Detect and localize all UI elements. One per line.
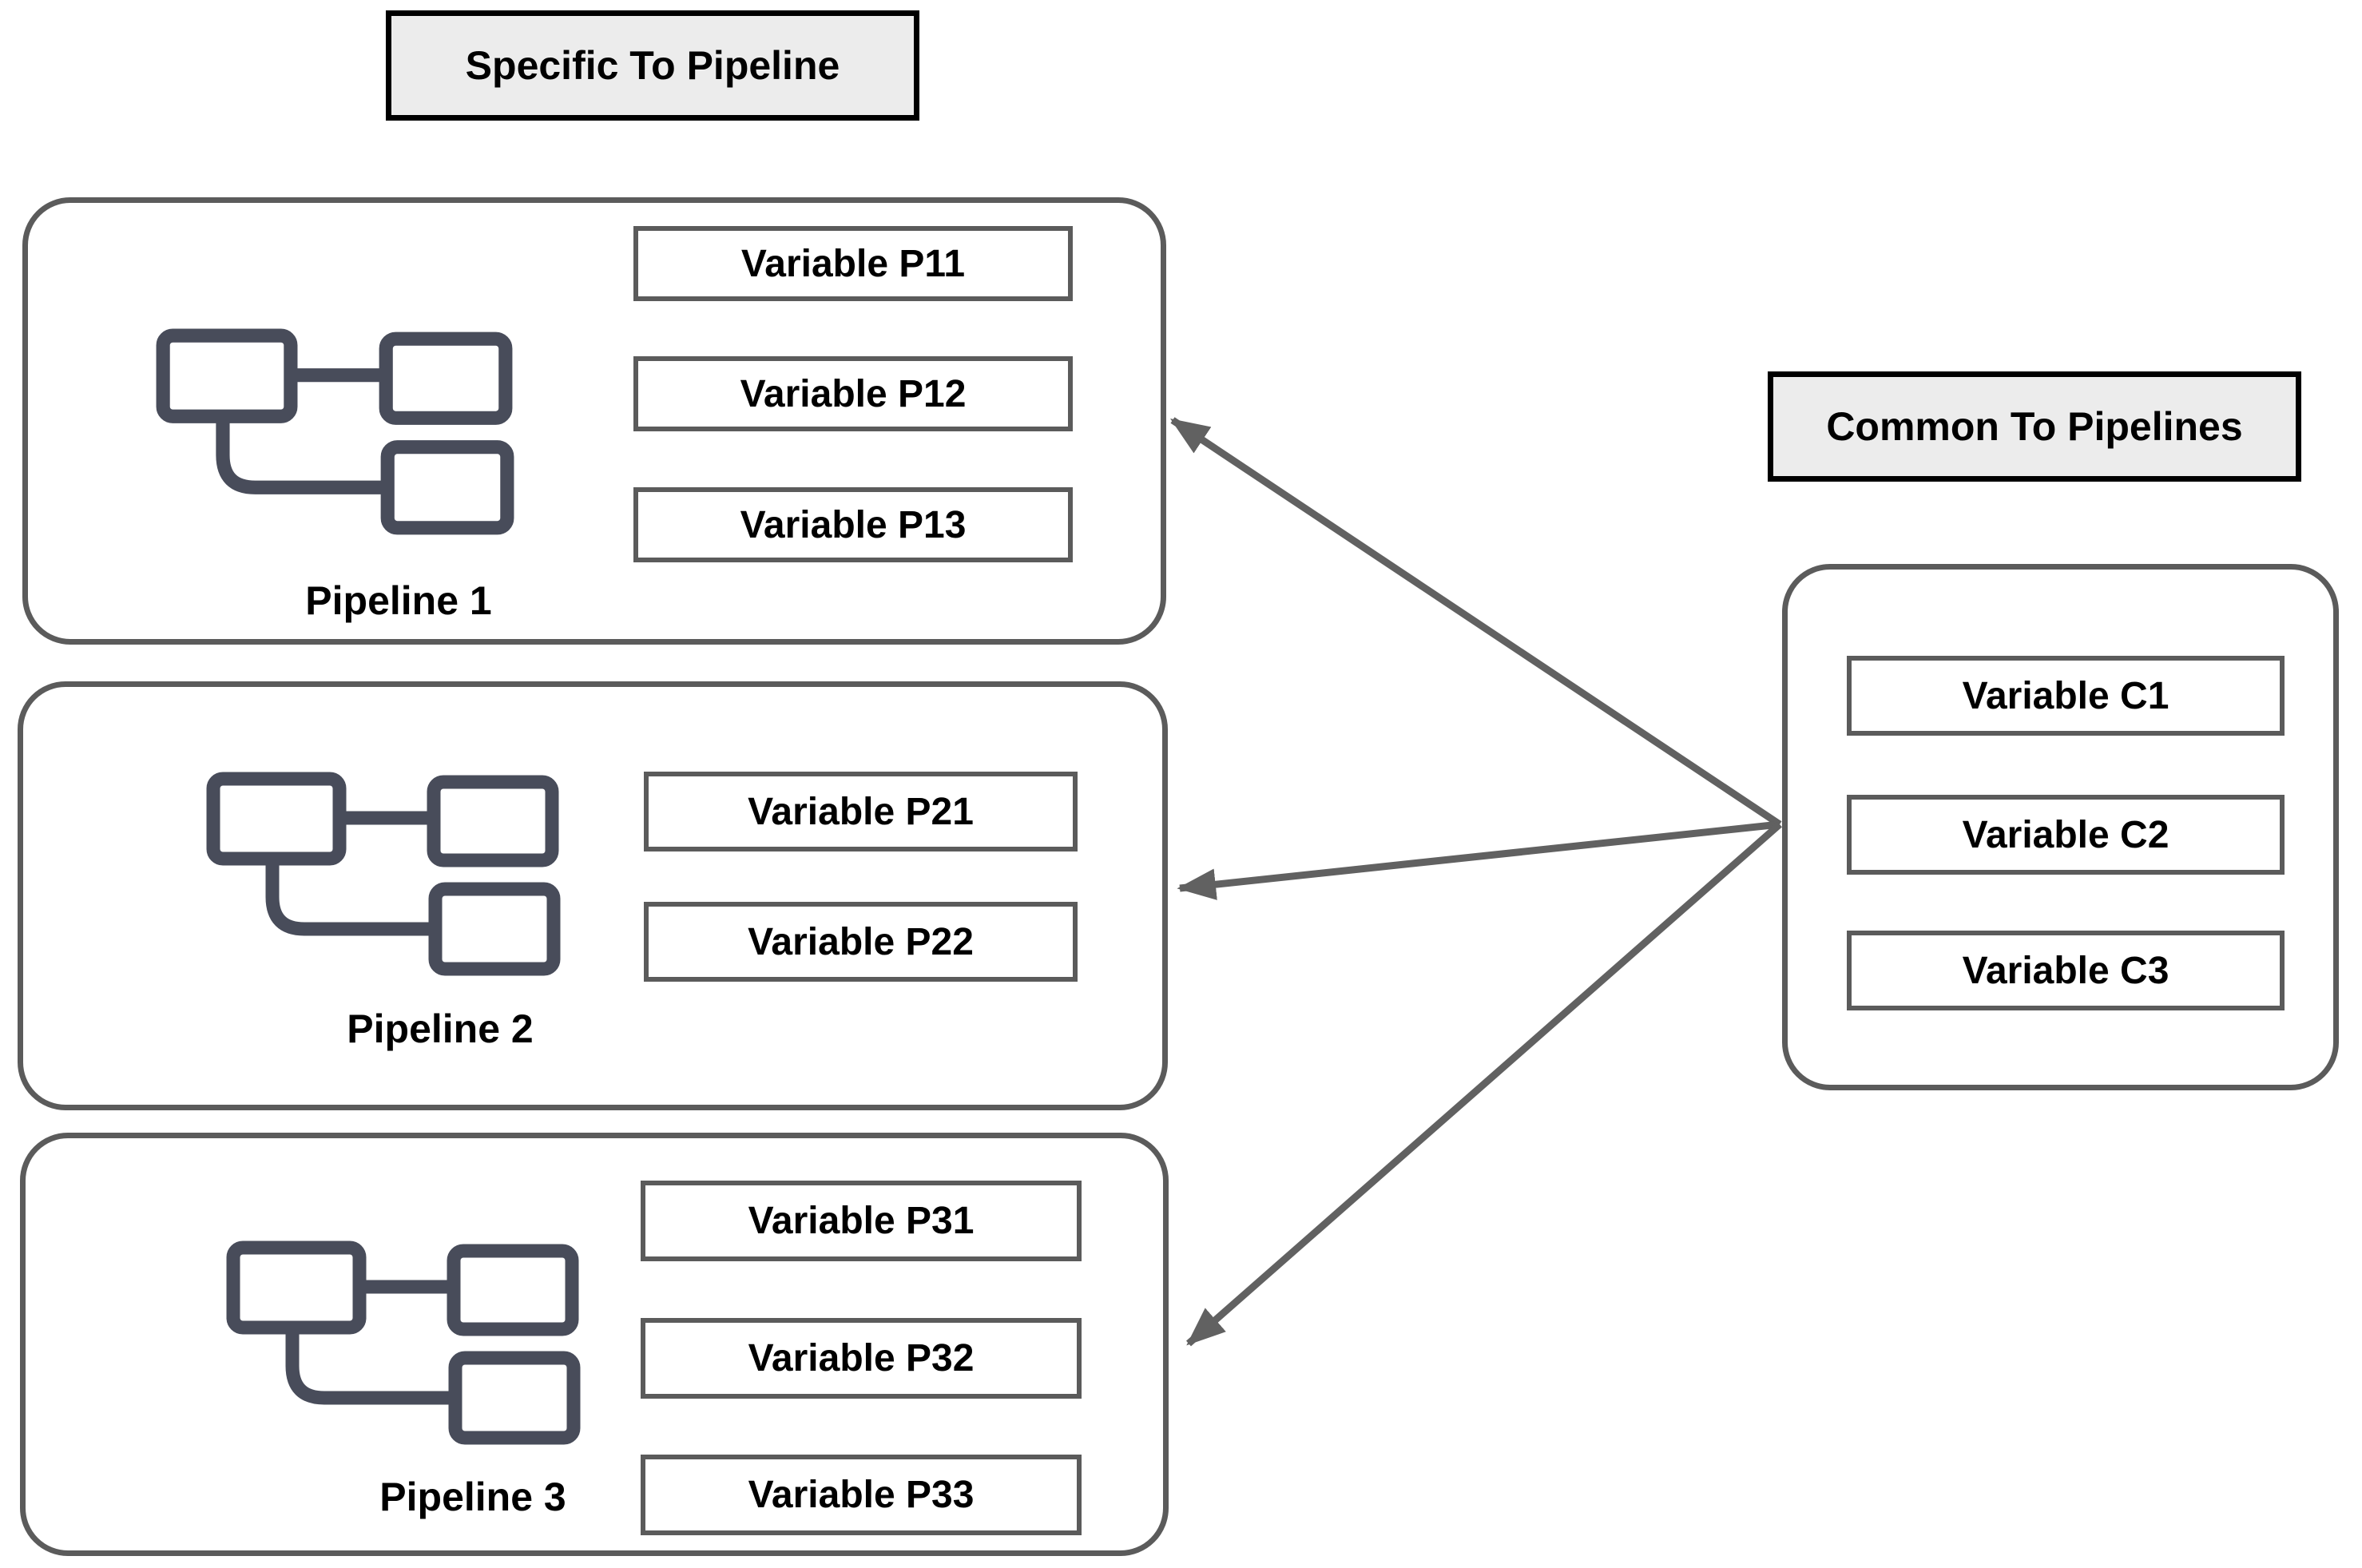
- arrow-common-to-pipeline-1: [1170, 417, 1782, 828]
- variable-box: Variable P31: [641, 1181, 1082, 1261]
- variable-box: Variable P22: [644, 902, 1078, 982]
- variable-box: Variable P32: [641, 1318, 1082, 1399]
- pipeline-flowchart-icon: [156, 328, 514, 535]
- pipeline-2-box: Variable P21 Variable P22 Pipeline 2: [18, 681, 1168, 1110]
- variable-box: Variable C2: [1847, 795, 2285, 875]
- variable-box: Variable C1: [1847, 656, 2285, 736]
- variable-box: Variable P13: [633, 487, 1073, 562]
- pipeline-flowchart-icon: [206, 772, 561, 976]
- arrow-common-to-pipeline-3: [1186, 821, 1782, 1347]
- pipeline-3-label: Pipeline 3: [379, 1475, 566, 1519]
- pipeline-3-box: Variable P31 Variable P32 Variable P33 P…: [20, 1133, 1169, 1556]
- arrow-common-to-pipeline-2: [1177, 820, 1780, 900]
- variable-box: Variable P12: [633, 356, 1073, 431]
- variable-box: Variable P11: [633, 226, 1073, 301]
- common-to-pipelines-header: Common To Pipelines: [1768, 371, 2301, 482]
- pipeline-1-label: Pipeline 1: [305, 578, 492, 623]
- pipeline-2-label: Pipeline 2: [347, 1006, 534, 1051]
- variable-box: Variable P21: [644, 772, 1078, 851]
- pipeline-flowchart-icon: [226, 1241, 581, 1445]
- variable-box: Variable P33: [641, 1455, 1082, 1535]
- pipeline-1-box: Variable P11 Variable P12 Variable P13 P…: [22, 197, 1166, 645]
- specific-to-pipeline-header: Specific To Pipeline: [386, 10, 919, 121]
- common-variables-box: Variable C1 Variable C2 Variable C3: [1782, 564, 2339, 1090]
- variable-box: Variable C3: [1847, 931, 2285, 1010]
